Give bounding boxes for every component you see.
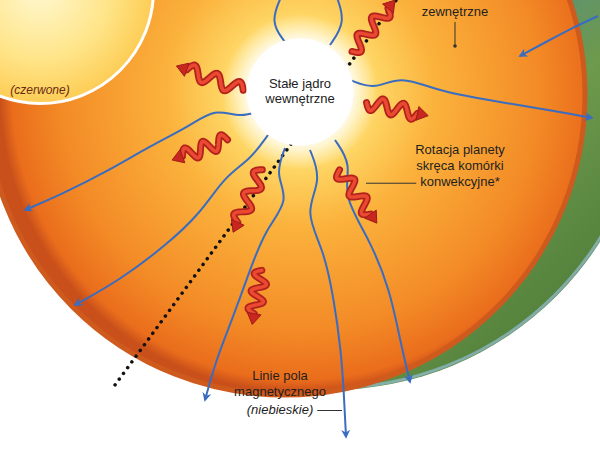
leader-stroke: [317, 410, 342, 411]
spiral-ribbon: [367, 99, 418, 119]
field-line: [335, 140, 410, 382]
convection-spiral: [176, 63, 243, 91]
leader-stroke: [454, 22, 455, 46]
convection-spiral: [231, 170, 262, 233]
convection-spiral: [337, 170, 377, 223]
spiral-ribbon: [182, 135, 227, 158]
spiral-highlight: [182, 135, 227, 158]
leader-stroke: [366, 183, 416, 184]
rotation-axis: [115, 0, 400, 385]
spiral-ribbon: [248, 270, 266, 313]
inset-circle: (czerwone): [0, 0, 155, 105]
convection-spiral: [247, 270, 266, 324]
part-label: (niebieskie): [225, 402, 335, 418]
spiral-highlight: [187, 65, 243, 91]
spiral-arrowhead: [247, 312, 261, 324]
spiral-highlight: [337, 170, 371, 215]
field-line: [274, 0, 285, 42]
field-line: [520, 16, 598, 56]
convection-spiral: [172, 135, 227, 163]
node-text: Stałe jądro wewnętrzne: [256, 77, 344, 107]
spiral-arrowhead: [172, 150, 185, 163]
node-text: (czerwone): [0, 84, 155, 98]
spiral-highlight: [352, 9, 390, 53]
spiral-highlight: [234, 170, 263, 223]
spiral-arrowhead: [416, 107, 428, 121]
part-label: Linie pola magnetycznego: [225, 368, 335, 400]
leader-dot: [453, 44, 457, 48]
inner-core-circle: Stałe jądro wewnętrzne: [245, 37, 355, 147]
spiral-highlight: [367, 99, 418, 119]
convection-spiral: [367, 99, 429, 120]
field-line: [205, 148, 285, 400]
spiral-ribbon: [352, 9, 390, 53]
spiral-arrowhead: [176, 63, 189, 76]
spiral-arrowhead: [365, 210, 377, 223]
leader-line: [317, 410, 342, 411]
spiral-ribbon: [337, 170, 371, 215]
node-outline-shape: [247, 39, 354, 146]
leader-line: [366, 183, 416, 184]
field-line: [75, 135, 268, 305]
part-label: zewnętrzne: [415, 4, 495, 20]
spiral-ribbon: [187, 65, 243, 91]
spiral-highlight: [248, 270, 266, 313]
convection-spirals: [172, 0, 428, 324]
callout-text: Rotacja planety skręca komórki konwekcyj…: [410, 142, 510, 190]
spiral-arrowhead: [231, 219, 244, 232]
spiral-ribbon: [234, 170, 263, 223]
field-line: [25, 110, 262, 210]
convection-spiral: [352, 0, 395, 52]
field-line: [330, 0, 342, 45]
leader-line: [453, 22, 457, 48]
spiral-arrowhead: [383, 0, 395, 13]
